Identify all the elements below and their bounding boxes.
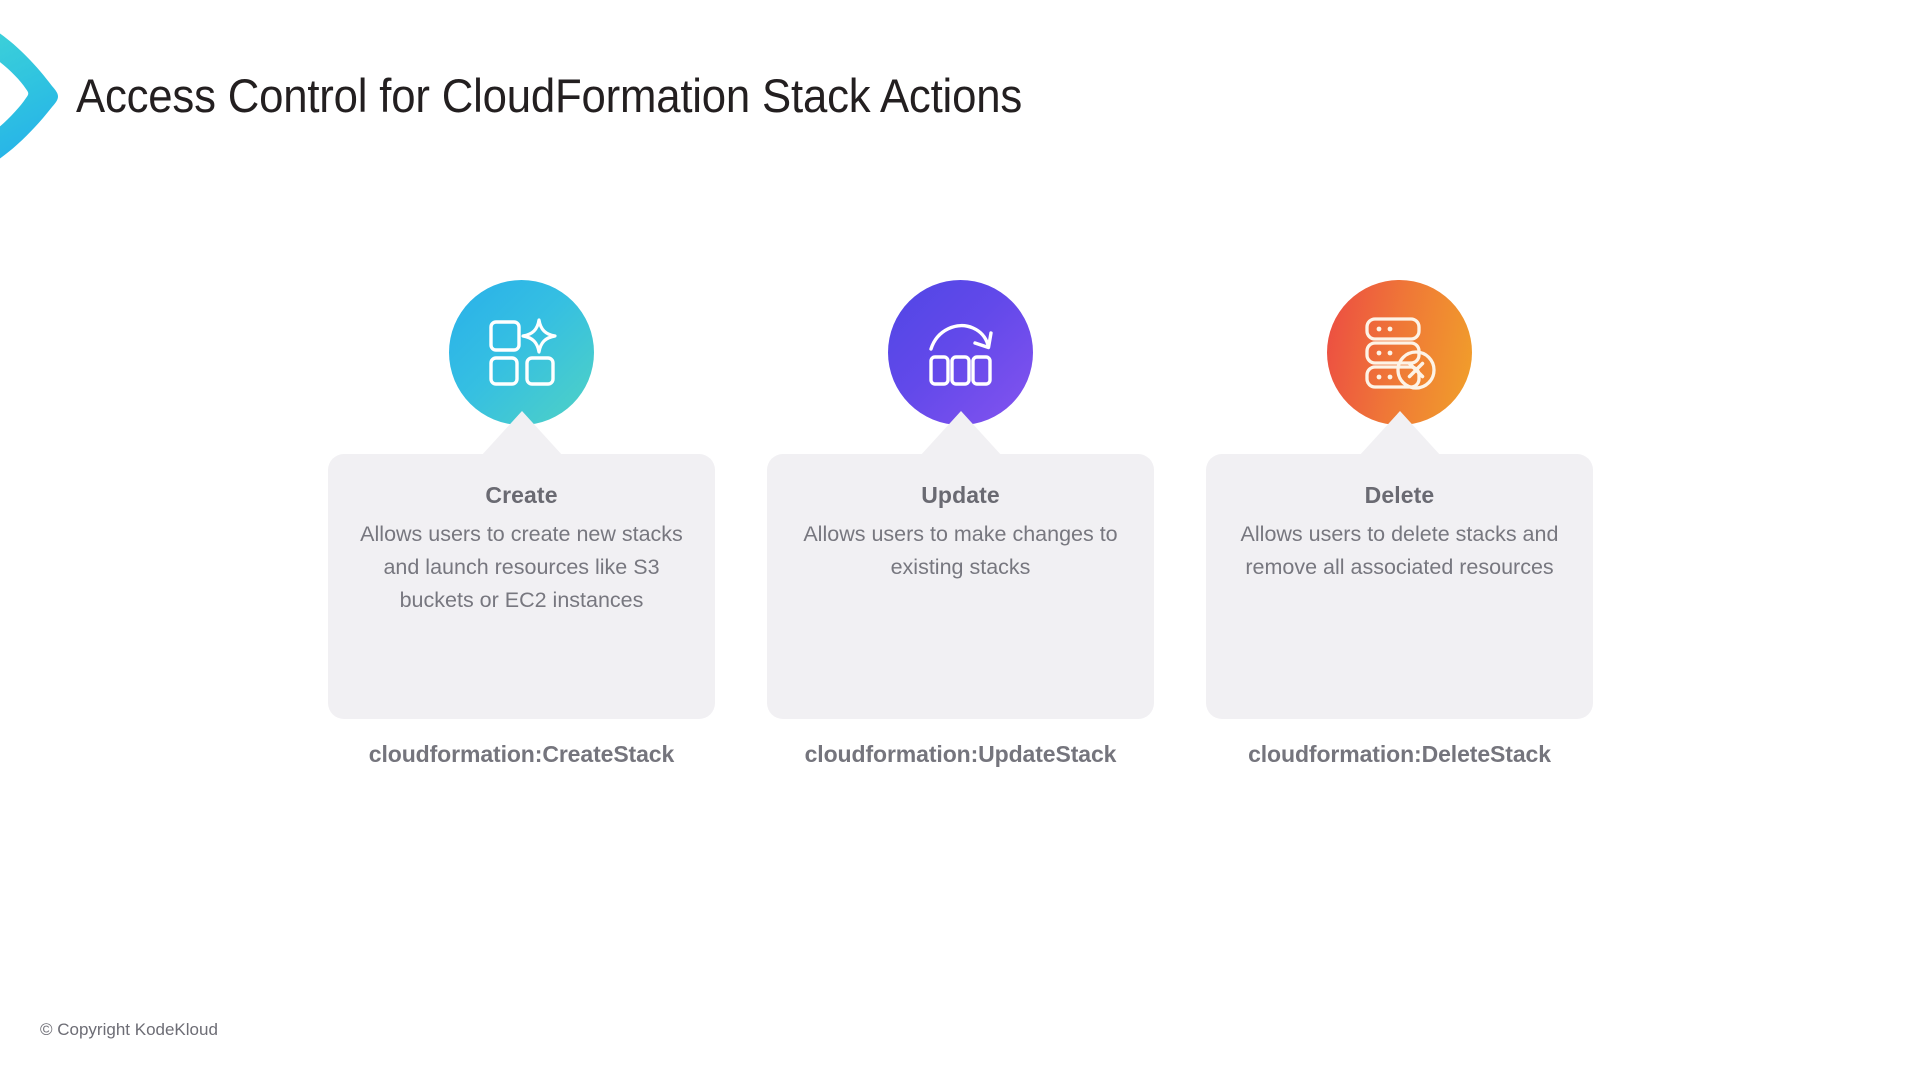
footer-copyright: © Copyright KodeKloud (40, 1020, 218, 1039)
info-card-update: Update Allows users to make changes to e… (767, 454, 1154, 719)
refresh-arrow-servers-icon (888, 280, 1033, 425)
kodekloud-chevron-logo-icon (0, 18, 62, 170)
info-card-create: Create Allows users to create new stacks… (328, 454, 715, 719)
page-title: Access Control for CloudFormation Stack … (76, 69, 1022, 122)
column-delete: Delete Allows users to delete stacks and… (1206, 280, 1593, 768)
card-title: Update (921, 482, 1000, 508)
info-card-delete: Delete Allows users to delete stacks and… (1206, 454, 1593, 719)
action-label-create: cloudformation:CreateStack (368, 741, 675, 767)
action-label-update: cloudformation:UpdateStack (804, 741, 1117, 767)
card-description: Allows users to make changes to existing… (803, 522, 1118, 579)
server-stack-remove-icon (1327, 280, 1472, 425)
column-create: Create Allows users to create new stacks… (328, 280, 715, 768)
card-description: Allows users to delete stacks and remove… (1240, 522, 1559, 579)
card-wrap-update: Update Allows users to make changes to e… (767, 411, 1154, 719)
card-tail (480, 411, 563, 456)
column-update: Update Allows users to make changes to e… (767, 280, 1154, 768)
card-wrap-create: Create Allows users to create new stacks… (328, 411, 715, 719)
action-label-delete: cloudformation:DeleteStack (1248, 741, 1551, 767)
action-columns: Create Allows users to create new stacks… (328, 280, 1593, 768)
stack-blocks-sparkle-icon (449, 280, 594, 425)
card-description: Allows users to create new stacks and la… (360, 522, 683, 612)
card-wrap-delete: Delete Allows users to delete stacks and… (1206, 411, 1593, 719)
card-tail (1358, 411, 1441, 456)
card-title: Create (485, 482, 558, 508)
card-tail (919, 411, 1002, 456)
card-title: Delete (1364, 482, 1435, 508)
